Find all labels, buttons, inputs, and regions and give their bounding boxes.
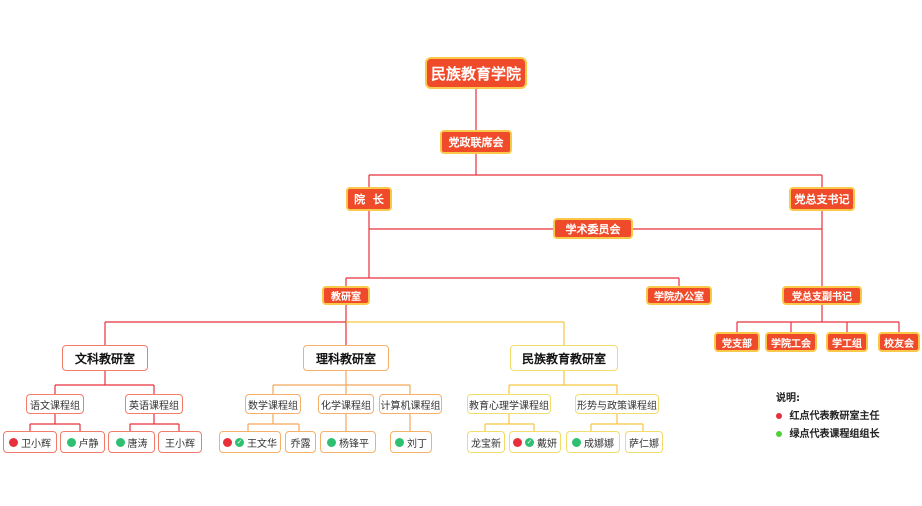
member-node[interactable]: ✓ 戴妍 [509, 431, 561, 453]
deputy-secretary-node[interactable]: 党总支副书记 [782, 286, 862, 305]
course-group-node[interactable]: 化学课程组 [318, 394, 374, 414]
root-node[interactable]: 民族教育学院 [425, 57, 527, 89]
teaching-office-node[interactable]: 教研室 [322, 286, 370, 305]
red-dot-icon [776, 413, 782, 419]
dean-node[interactable]: 院 长 [346, 187, 392, 211]
check-icon: ✓ [235, 437, 244, 447]
party-secretary-node[interactable]: 党总支书记 [789, 187, 855, 211]
check-icon: ✓ [525, 437, 534, 447]
green-dot-icon [327, 437, 336, 447]
member-node[interactable]: 杨锋平 [320, 431, 376, 453]
course-group-node[interactable]: 计算机课程组 [379, 394, 442, 414]
green-dot-icon [115, 437, 125, 447]
party-unit-node[interactable]: 党支部 [714, 332, 760, 352]
department-node[interactable]: 文科教研室 [62, 345, 148, 371]
member-node[interactable]: 唐涛 [108, 431, 155, 453]
party-unit-node[interactable]: 校友会 [878, 332, 920, 352]
green-dot-icon [66, 437, 76, 447]
party-unit-node[interactable]: 学院工会 [765, 332, 817, 352]
member-node[interactable]: 王小辉 [158, 431, 202, 453]
green-dot-icon [395, 437, 404, 447]
green-dot-icon [572, 437, 581, 447]
member-node[interactable]: 卢静 [60, 431, 105, 453]
department-node[interactable]: 民族教育教研室 [510, 345, 618, 371]
college-office-node[interactable]: 学院办公室 [646, 286, 712, 305]
member-node[interactable]: 萨仁娜 [625, 431, 663, 453]
legend-item-green: 绿点代表课程组组长 [776, 425, 879, 440]
course-group-node[interactable]: 数学课程组 [245, 394, 301, 414]
member-node[interactable]: ✓ 王文华 [219, 431, 281, 453]
red-dot-icon [513, 437, 522, 447]
party-unit-node[interactable]: 学工组 [826, 332, 868, 352]
member-node[interactable]: 卫小辉 [3, 431, 57, 453]
member-node[interactable]: 成娜娜 [566, 431, 620, 453]
legend-title: 说明: [776, 393, 800, 404]
academic-committee-node[interactable]: 学术委员会 [553, 218, 633, 239]
legend-item-red: 红点代表教研室主任 [776, 407, 879, 422]
course-group-node[interactable]: 英语课程组 [125, 394, 183, 414]
course-group-node[interactable]: 形势与政策课程组 [575, 394, 659, 414]
department-node[interactable]: 理科教研室 [303, 345, 389, 371]
course-group-node[interactable]: 教育心理学课程组 [467, 394, 551, 414]
member-node[interactable]: 乔露 [285, 431, 316, 453]
red-dot-icon [9, 437, 18, 447]
course-group-node[interactable]: 语文课程组 [26, 394, 84, 414]
member-node[interactable]: 刘丁 [390, 431, 432, 453]
green-dot-icon [776, 431, 782, 437]
member-node[interactable]: 龙宝新 [467, 431, 505, 453]
red-dot-icon [223, 437, 232, 447]
council-node[interactable]: 党政联席会 [440, 130, 512, 154]
